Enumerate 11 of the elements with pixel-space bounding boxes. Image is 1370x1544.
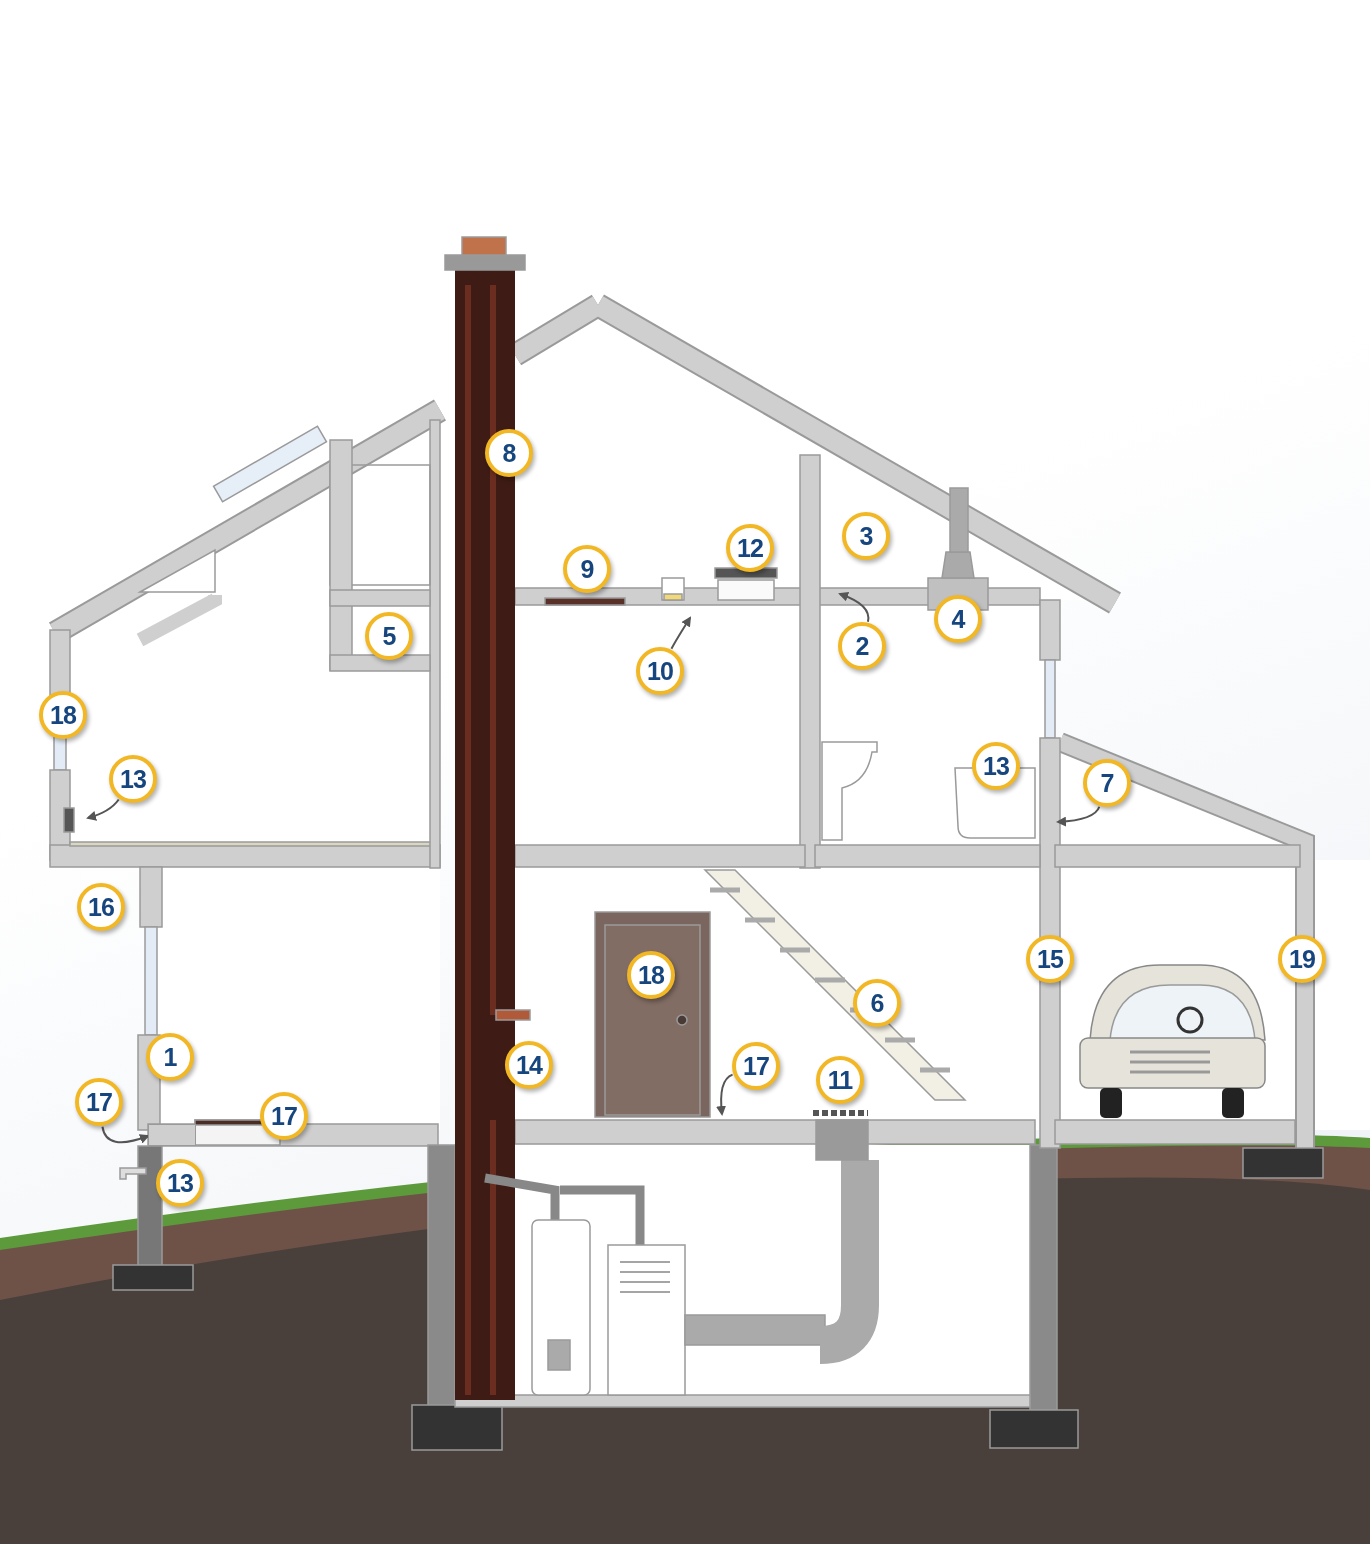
leader-arrow bbox=[716, 1073, 734, 1116]
callout-number: 18 bbox=[39, 691, 87, 739]
callout-number: 17 bbox=[75, 1078, 123, 1126]
leader-arrow bbox=[1056, 805, 1101, 827]
callout-number: 16 bbox=[77, 883, 125, 931]
leader-arrow bbox=[86, 798, 120, 821]
sill-plate bbox=[148, 1124, 196, 1146]
leader-arrow bbox=[838, 592, 870, 623]
callout-number: 13 bbox=[156, 1159, 204, 1207]
leader-arrow bbox=[101, 1125, 150, 1144]
leader-arrow bbox=[670, 616, 692, 650]
